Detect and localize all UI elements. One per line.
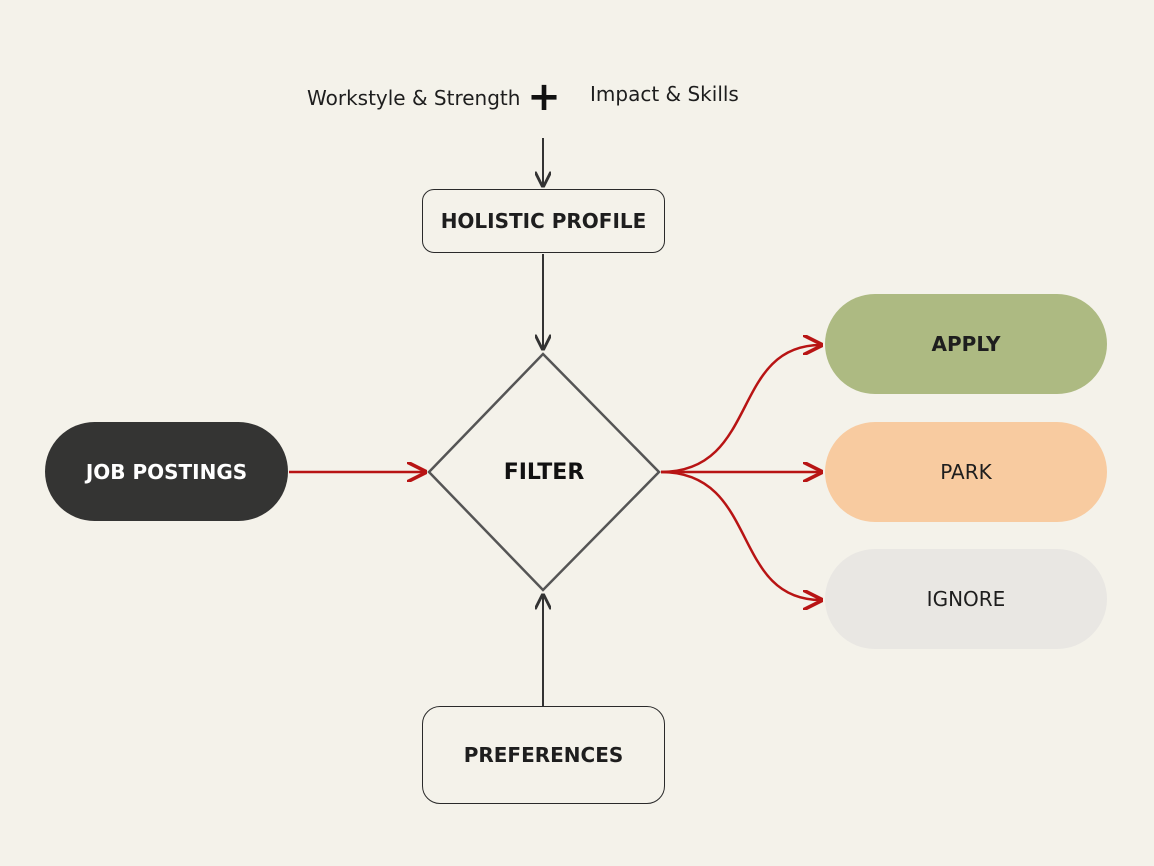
- job-postings-node: JOB POSTINGS: [45, 422, 288, 521]
- arrow-filter-to-apply: [660, 345, 821, 474]
- park-node: PARK: [825, 422, 1107, 522]
- apply-node: APPLY: [825, 294, 1107, 394]
- job-postings-label: JOB POSTINGS: [85, 459, 248, 484]
- filter-node: FILTER: [470, 442, 618, 502]
- preferences-node: PREFERENCES: [422, 706, 665, 804]
- preferences-label: PREFERENCES: [463, 743, 624, 767]
- ignore-node: IGNORE: [825, 549, 1107, 649]
- filter-label: FILTER: [503, 459, 585, 485]
- holistic-profile-node: HOLISTIC PROFILE: [422, 189, 665, 253]
- ignore-label: IGNORE: [926, 587, 1006, 611]
- park-label: PARK: [940, 460, 992, 484]
- workstyle-strength-label: Workstyle & Strength: [307, 86, 521, 110]
- arrow-filter-to-ignore: [660, 470, 821, 600]
- plus-icon: +: [527, 74, 561, 120]
- apply-label: APPLY: [931, 332, 1001, 356]
- filter-diamond: [427, 352, 661, 592]
- impact-skills-label: Impact & Skills: [590, 82, 739, 106]
- holistic-profile-label: HOLISTIC PROFILE: [440, 209, 647, 233]
